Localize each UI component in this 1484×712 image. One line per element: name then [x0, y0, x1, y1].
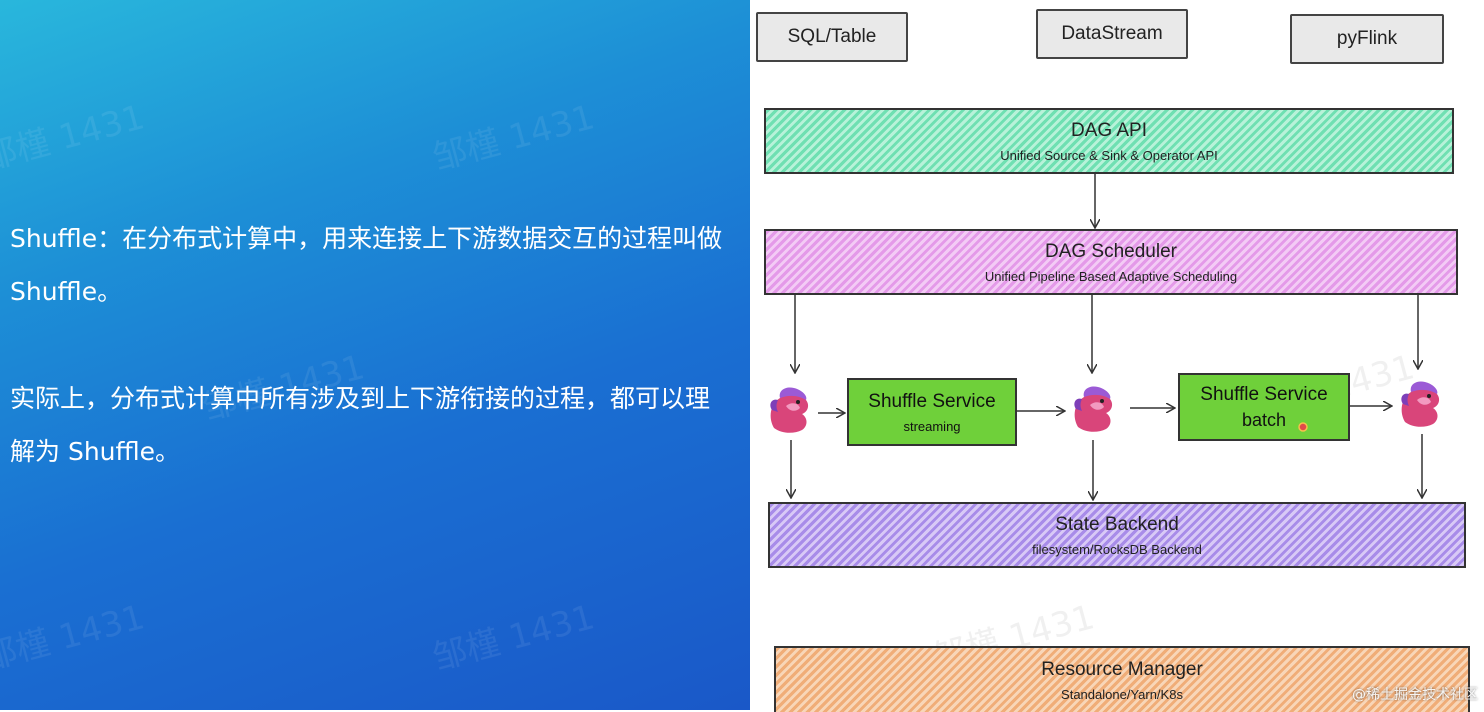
dag-api-layer: DAG API Unified Source & Sink & Operator…	[764, 108, 1454, 174]
slide-text-panel: 邹槿 1431 邹槿 1431 邹槿 1431 邹槿 1431 邹槿 1431 …	[0, 0, 750, 710]
shuffle-batch-title: Shuffle Service	[1200, 383, 1328, 405]
shuffle-service-streaming-box: Shuffle Service streaming	[847, 378, 1017, 446]
watermark: 邹槿 1431	[0, 97, 149, 179]
flink-squirrel-icon	[1401, 381, 1440, 427]
datastream-box: DataStream	[1036, 9, 1188, 59]
resource-manager-layer: Resource Manager Standalone/Yarn/K8s	[774, 646, 1470, 712]
shuffle-service-batch-box: Shuffle Service batch	[1178, 373, 1350, 441]
dag-api-title: DAG API	[1070, 119, 1148, 141]
shuffle-general-text: 实际上，分布式计算中所有涉及到上下游衔接的过程，都可以理解为 Shuffle。	[10, 384, 711, 466]
watermark: 邹槿 1431	[428, 597, 599, 679]
state-backend-subtitle: filesystem/RocksDB Backend	[1032, 541, 1202, 557]
architecture-diagram: 邹槿 1431 邹槿 1431 SQL/Table DataStream pyF…	[750, 0, 1484, 712]
shuffle-batch-subtitle: batch	[1241, 409, 1287, 430]
watermark: 邹槿 1431	[428, 97, 599, 179]
dag-scheduler-layer: DAG Scheduler Unified Pipeline Based Ada…	[764, 229, 1458, 295]
watermark: 邹槿 1431	[0, 597, 149, 679]
pyflink-box: pyFlink	[1290, 14, 1444, 64]
resource-manager-subtitle: Standalone/Yarn/K8s	[1061, 686, 1183, 702]
flink-squirrel-icon	[1074, 386, 1113, 432]
shuffle-streaming-subtitle: streaming	[903, 418, 961, 434]
shuffle-definition-text: Shuffle：在分布式计算中，用来连接上下游数据交互的过程叫做 Shuffle…	[10, 224, 723, 306]
dag-api-subtitle: Unified Source & Sink & Operator API	[1000, 147, 1218, 163]
flink-squirrel-icon	[770, 387, 809, 433]
shuffle-streaming-title: Shuffle Service	[868, 390, 996, 412]
sql-table-box: SQL/Table	[756, 12, 908, 62]
source-credit: @稀土掘金技术社区	[1352, 687, 1478, 703]
state-backend-layer: State Backend filesystem/RocksDB Backend	[768, 502, 1466, 568]
flow-arrows	[750, 172, 1484, 710]
state-backend-title: State Backend	[1055, 513, 1179, 535]
resource-manager-title: Resource Manager	[1041, 658, 1203, 680]
dag-scheduler-subtitle: Unified Pipeline Based Adaptive Scheduli…	[984, 268, 1238, 284]
dag-scheduler-title: DAG Scheduler	[1044, 240, 1177, 262]
